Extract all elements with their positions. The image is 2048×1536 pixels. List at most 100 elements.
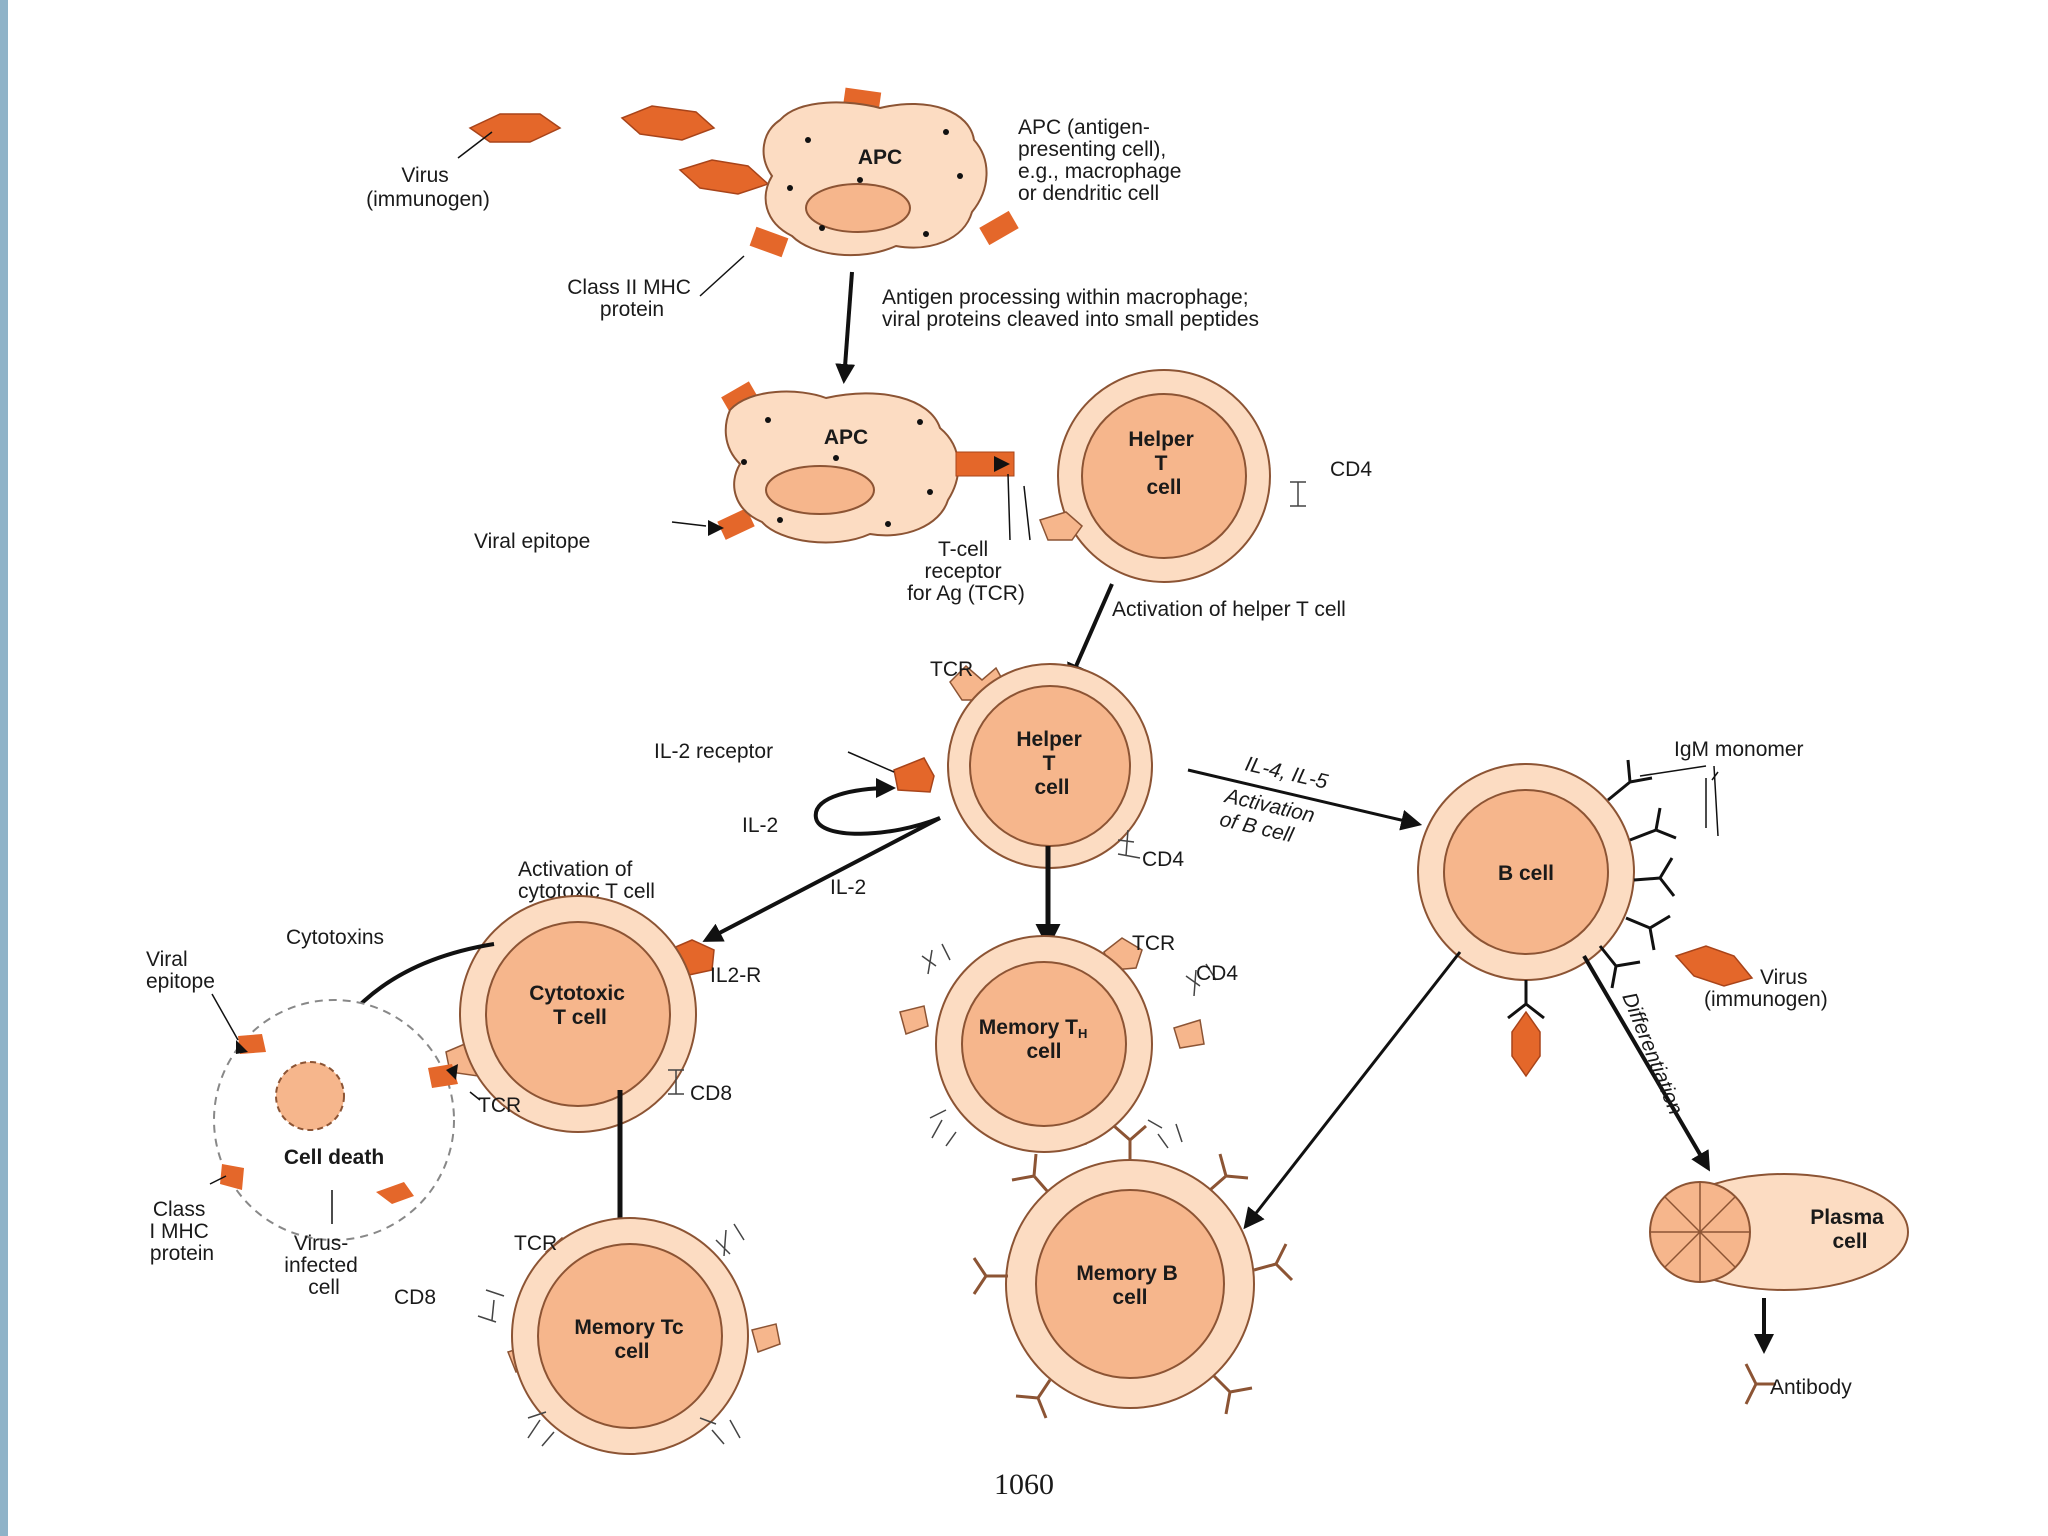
memory-b-label: Memory B cell (1076, 1262, 1183, 1309)
mhc-protein-icon (979, 210, 1019, 246)
arrow-icon (835, 271, 856, 384)
receptor-icon (527, 1411, 555, 1447)
virus-icon (678, 159, 770, 195)
igm-monomer-group (1507, 759, 1677, 1020)
receptor-icon (1147, 1119, 1183, 1149)
receptor-icon (921, 943, 951, 975)
antibody-icon (1633, 857, 1676, 897)
cd8-memory-tc-label: CD8 (394, 1286, 436, 1309)
antibody-icon (1598, 945, 1641, 989)
mhc-protein-icon (721, 381, 759, 415)
arrow-icon (702, 816, 941, 942)
differentiation-label: Differentiation (1617, 989, 1687, 1118)
viral-epitope-left-label: Viral epitope (146, 948, 215, 993)
apc-nucleus (805, 183, 911, 233)
virus-infected-label: Virus- infected cell (284, 1232, 363, 1299)
antibody-icon (972, 1257, 1008, 1295)
antibody-icon (1629, 807, 1677, 842)
antibody-icon (1744, 1363, 1776, 1405)
tcr-cytotoxic-label: TCR (478, 1094, 521, 1117)
antibody-icon (1209, 1153, 1249, 1192)
tcr-memory-tc-label: TCR (514, 1232, 557, 1255)
receptor-icon (1290, 481, 1306, 507)
mhc-protein-icon (717, 508, 755, 540)
antibody-icon (1253, 1243, 1294, 1282)
antibody-label: Antibody (1770, 1376, 1852, 1399)
apc-nucleus (765, 465, 875, 515)
apc-description: APC (antigen- presenting cell), e.g., ma… (1018, 116, 1187, 205)
tcr-helper-label: TCR (930, 658, 973, 681)
tcr-icon (1173, 1019, 1205, 1049)
il2r-label: IL2-R (710, 964, 761, 987)
memory-b-antibodies (972, 1124, 1294, 1419)
receptor-icon (929, 1109, 957, 1147)
virus-icon (1511, 1010, 1541, 1078)
arrow-icon (1243, 951, 1462, 1230)
mhc-protein-icon (376, 1182, 414, 1204)
il2-loop-arrow (813, 778, 941, 836)
receptor-icon (1185, 963, 1217, 997)
virus-top-group: Virus (immunogen) (366, 105, 770, 211)
cd4-helper-label: CD4 (1142, 848, 1184, 871)
virus-infected-cell: Cell death (213, 999, 458, 1241)
cell-death-label: Cell death (284, 1146, 384, 1169)
receptor-icon (699, 1417, 741, 1445)
virus-icon (468, 113, 562, 143)
tcr-receptor-label: T-cell receptor for Ag (TCR) (907, 538, 1025, 605)
antibody-icon (1011, 1153, 1050, 1193)
antibody-icon (1015, 1379, 1052, 1419)
mhc-protein-icon (220, 1164, 244, 1190)
helper-t-cell-mid: Helper T cell (893, 663, 1153, 869)
memory-th-receptors (921, 943, 1217, 1149)
antibody-icon (1113, 1124, 1147, 1160)
cd4-top-label: CD4 (1330, 458, 1372, 481)
plasma-cell: Plasma cell (1649, 1173, 1909, 1291)
apc-1-label: APC (858, 146, 902, 169)
apc-2-label: APC (824, 426, 868, 449)
cytotoxic-t-cell: Cytotoxic T cell (445, 895, 715, 1133)
helper-t-cell-top: Helper T cell (1039, 369, 1271, 583)
memory-tc-receptors (477, 1223, 745, 1447)
memory-tc-label: Memory Tc cell (574, 1316, 689, 1363)
cd4-memory-th-label: CD4 (1196, 962, 1238, 985)
il2-loop-label: IL-2 (742, 814, 778, 837)
tcr-icon (751, 1323, 781, 1353)
b-cell: B cell (1417, 763, 1635, 981)
cytotoxins-label: Cytotoxins (286, 926, 384, 949)
virus-right-label: Virus (immunogen) (1704, 966, 1828, 1011)
activation-helper-label: Activation of helper T cell (1112, 598, 1346, 621)
virus-icon (1674, 945, 1754, 987)
receptor-icon (477, 1289, 505, 1323)
igm-monomer-label: IgM monomer (1674, 738, 1804, 761)
helper-t-top-label: Helper T cell (1128, 428, 1199, 499)
receptor-icon (668, 1069, 684, 1095)
helper-t-mid-label: Helper T cell (1016, 728, 1087, 799)
viral-epitope-top-label: Viral epitope (474, 530, 590, 553)
receptor-icon (715, 1223, 745, 1257)
cd8-cytotoxic-label: CD8 (690, 1082, 732, 1105)
activation-cytotoxic-label: Activation of cytotoxic T cell (518, 858, 655, 903)
memory-th-cell: Memory TH cell (899, 935, 1205, 1153)
memory-b-cell: Memory B cell (1005, 1159, 1255, 1409)
activation-b-label: Activation of B cell (1216, 784, 1323, 852)
antibody-icon (1607, 759, 1653, 802)
cytotoxic-t-label: Cytotoxic T cell (529, 982, 631, 1029)
virus-top-label: Virus (immunogen) (366, 164, 490, 211)
apc-cell-1: APC (749, 87, 1019, 258)
antibody-icon (1212, 1374, 1253, 1415)
il2-receptor-icon (893, 757, 935, 793)
slide-left-edge (0, 0, 8, 1536)
page-number: 1060 (994, 1468, 1054, 1501)
tcr-icon (899, 1005, 929, 1035)
antibody-icon (1507, 980, 1545, 1020)
mhc-protein-icon (749, 226, 789, 258)
il2-receptor-label: IL-2 receptor (654, 740, 773, 763)
memory-tc-cell: Memory Tc cell (507, 1217, 781, 1455)
il2-arrow-label: IL-2 (830, 876, 866, 899)
memory-th-label: Memory TH cell (979, 1016, 1093, 1063)
receptor-icon (1117, 829, 1141, 859)
antigen-processing-label: Antigen processing within macrophage; vi… (882, 286, 1259, 331)
b-cell-label: B cell (1498, 862, 1554, 885)
tcr-icon (1039, 511, 1084, 541)
